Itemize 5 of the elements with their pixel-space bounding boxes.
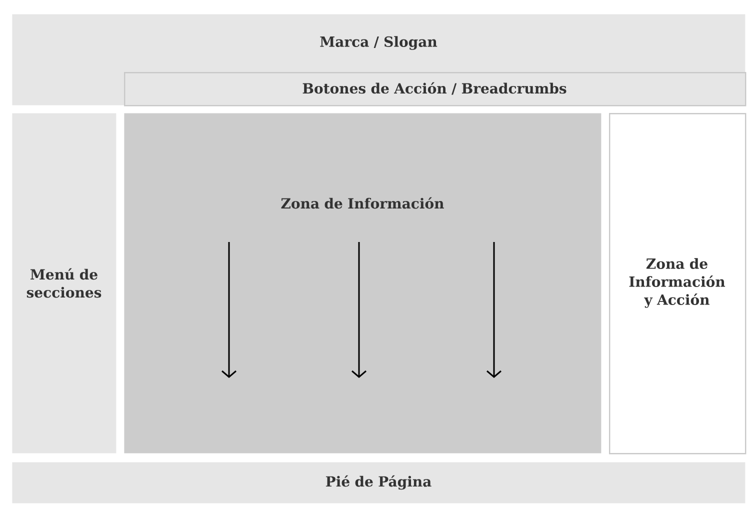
footer-bar: Pié de Página	[12, 462, 746, 504]
sidebar-panel: Zona de Información y Acción	[609, 113, 746, 454]
menu-column: Menú de secciones	[12, 113, 116, 454]
content-area: Zona de Información	[124, 113, 602, 454]
breadcrumb-bar: Botones de Acción / Breadcrumbs	[124, 72, 746, 106]
